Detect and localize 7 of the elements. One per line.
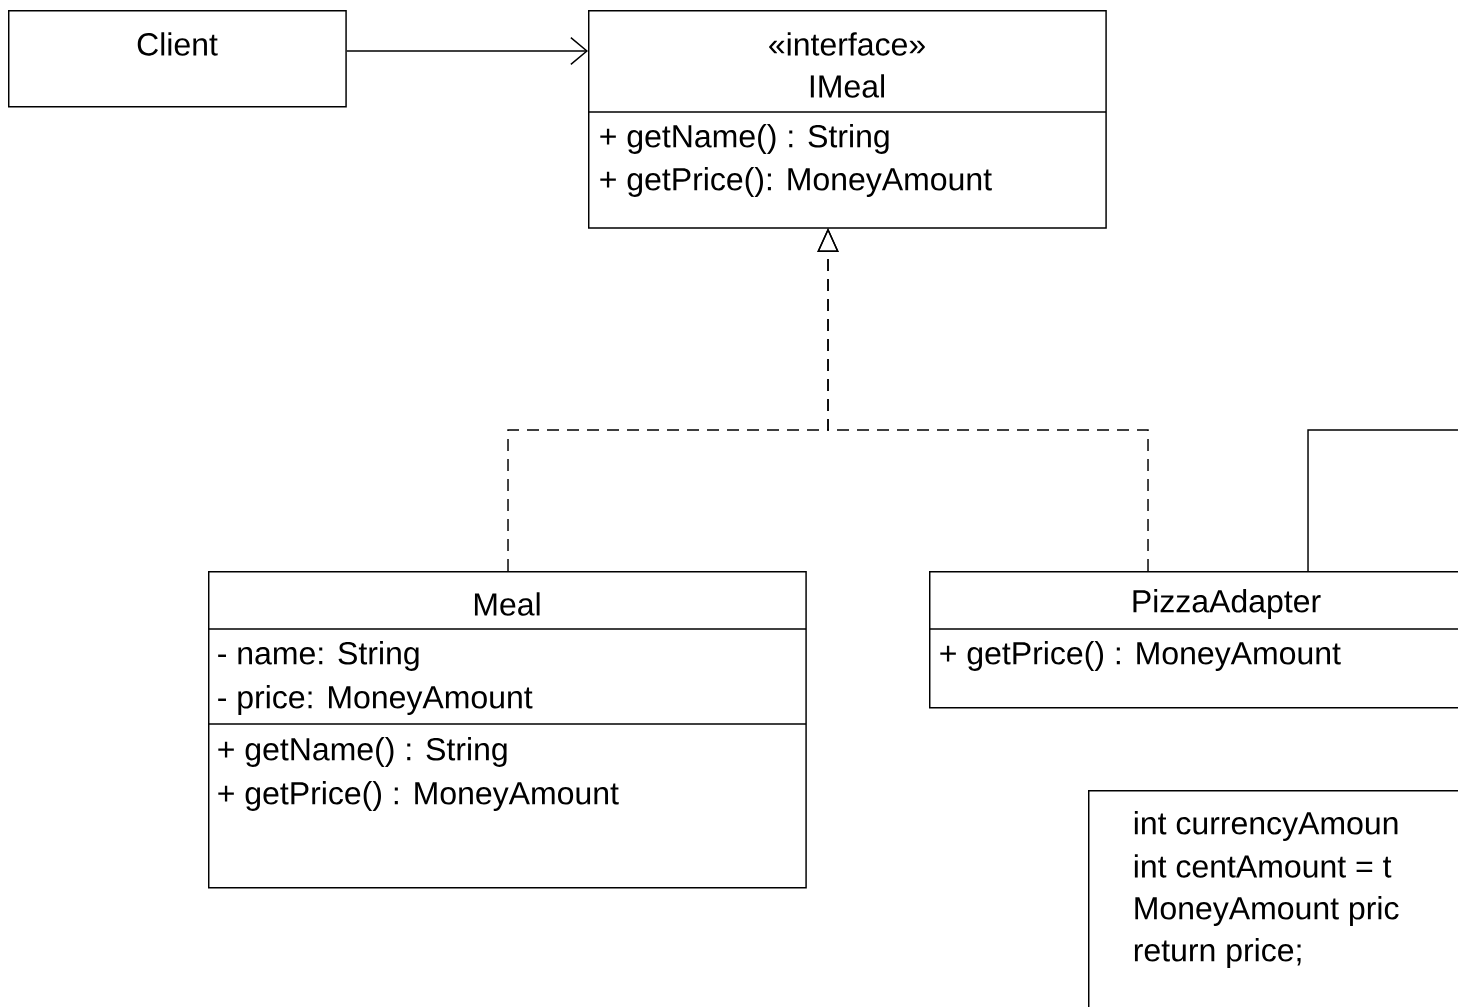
class-box: PizzaAdapter + getPrice() : MoneyAmount xyxy=(928,571,1458,709)
interface-box: «interface» IMeal + getName() : String + getPrice(): MoneyAmount xyxy=(587,10,1107,229)
class-box: Meal - name: String - price: MoneyAmount + getName() : String + getPrice() : MoneyAmount xyxy=(207,571,807,889)
association-line xyxy=(1307,429,1458,572)
note-box: int currencyAmoun int centAmount = t MoneyAmount pric return price; xyxy=(1088,790,1458,1007)
dependency-arrow xyxy=(346,36,588,66)
class-box: Client xyxy=(8,10,347,108)
